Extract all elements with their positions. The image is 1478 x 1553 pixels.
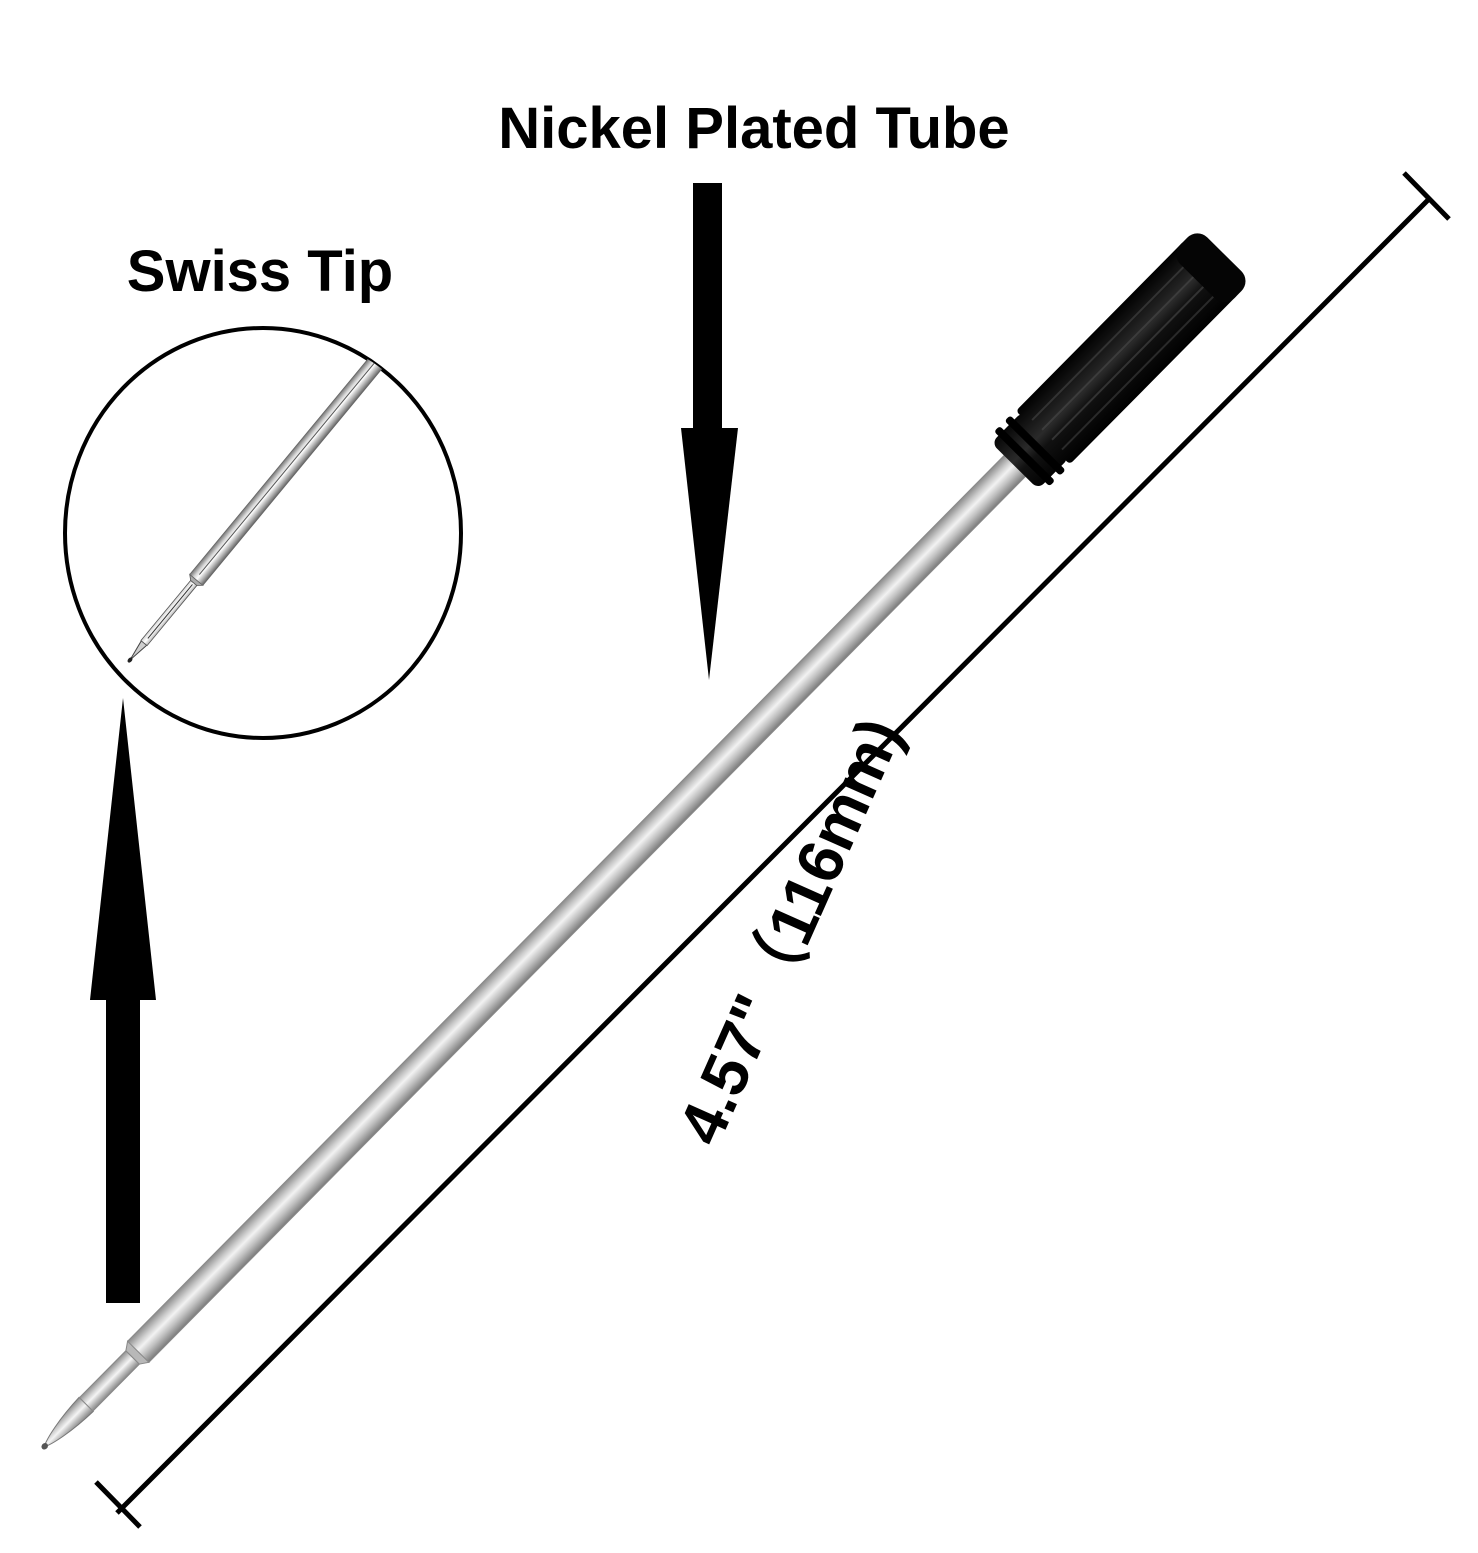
refill-tip [41,1340,150,1450]
tip-zoom-circle [63,326,463,740]
dimension-line [94,171,1451,1529]
refill-cap [994,233,1246,486]
nickel-plated-tube-label: Nickel Plated Tube [498,96,1009,161]
zoomed-tip [127,335,402,663]
pen-refill [41,233,1246,1450]
down-arrow-icon [681,183,738,680]
up-arrow-icon [90,698,156,1303]
swiss-tip-label: Swiss Tip [127,239,393,304]
